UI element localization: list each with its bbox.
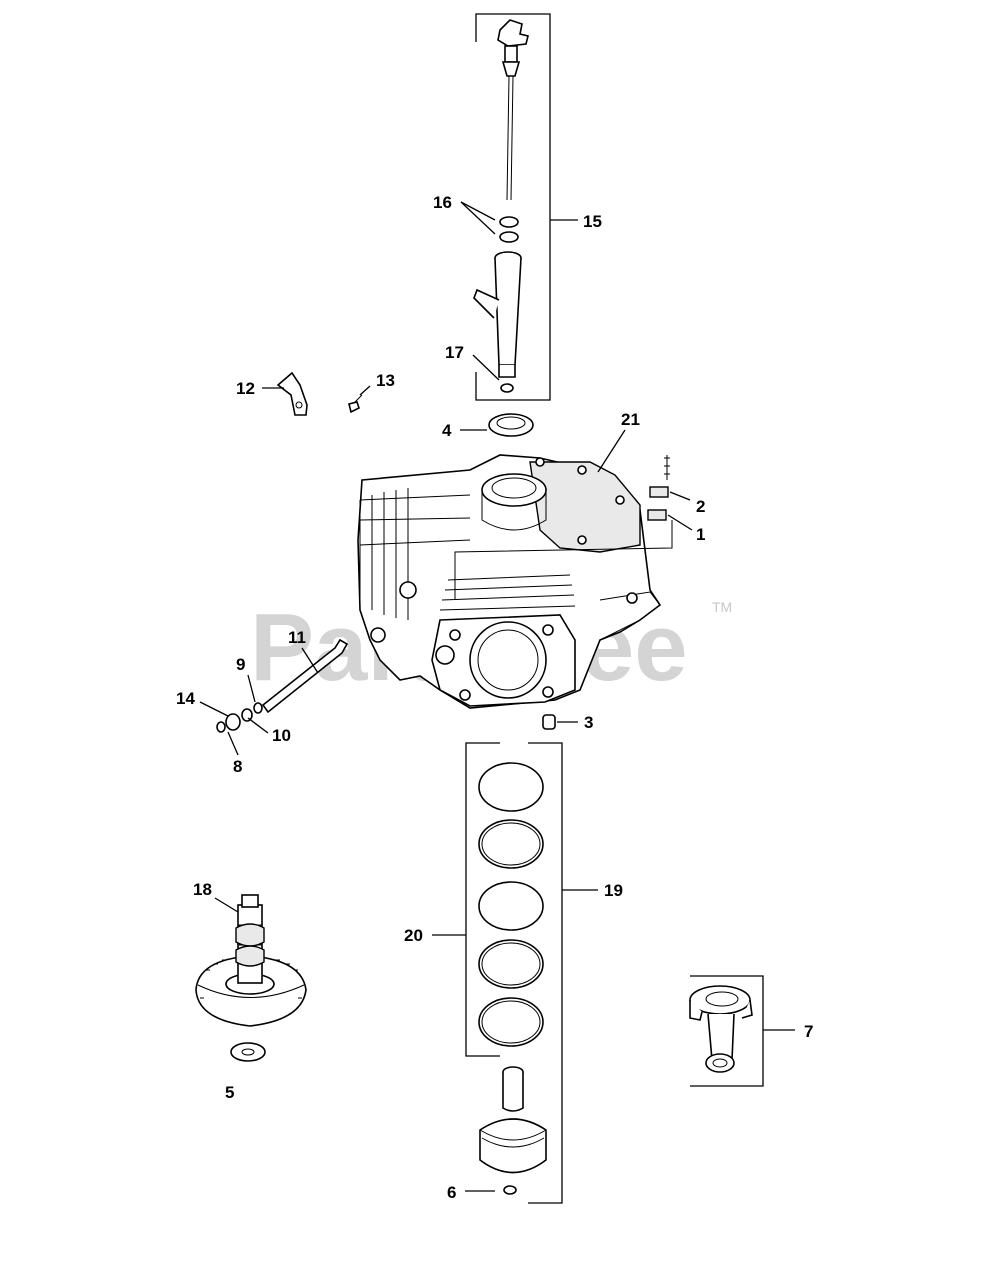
callout-12: 12 bbox=[236, 379, 255, 398]
callout-8: 8 bbox=[233, 757, 242, 776]
part-1-and-2 bbox=[454, 455, 693, 600]
callout-16: 16 bbox=[433, 193, 452, 212]
callout-1: 1 bbox=[696, 525, 705, 544]
callout-9: 9 bbox=[236, 655, 245, 674]
governor-shaft-part-11 bbox=[261, 638, 349, 714]
callout-19: 19 bbox=[604, 881, 623, 900]
callout-15: 15 bbox=[583, 212, 602, 231]
oil-seal-part-4 bbox=[460, 413, 534, 437]
callout-7: 7 bbox=[804, 1022, 813, 1041]
watermark-trademark: TM bbox=[712, 599, 732, 615]
callout-17: 17 bbox=[445, 343, 464, 362]
piston-assembly bbox=[465, 1066, 547, 1195]
callout-5: 5 bbox=[225, 1083, 234, 1102]
callout-20: 20 bbox=[404, 926, 423, 945]
connecting-rod-part-7 bbox=[689, 975, 795, 1087]
callout-21: 21 bbox=[621, 410, 640, 429]
callout-4: 4 bbox=[442, 421, 452, 440]
callout-2: 2 bbox=[696, 497, 705, 516]
callout-6: 6 bbox=[447, 1183, 456, 1202]
callout-14: 14 bbox=[176, 689, 195, 708]
crankcase-block bbox=[357, 429, 662, 709]
callout-10: 10 bbox=[272, 726, 291, 745]
small-parts-9-10-14-8 bbox=[199, 674, 269, 756]
screw-part-13 bbox=[348, 385, 371, 414]
piston-ring-kit bbox=[432, 742, 598, 1204]
camshaft-part-18 bbox=[195, 894, 307, 1027]
dipstick-assembly bbox=[460, 13, 578, 401]
bracket-part-12 bbox=[262, 371, 308, 416]
dowel-pin-part-3 bbox=[542, 714, 578, 730]
callout-11: 11 bbox=[288, 628, 306, 647]
callout-3: 3 bbox=[584, 713, 593, 732]
callout-labels: 1 2 3 4 5 6 7 8 9 10 11 12 13 14 15 16 1… bbox=[176, 193, 813, 1202]
washer-part-5 bbox=[230, 1042, 266, 1062]
callout-13: 13 bbox=[376, 371, 395, 390]
callout-18: 18 bbox=[193, 880, 212, 899]
